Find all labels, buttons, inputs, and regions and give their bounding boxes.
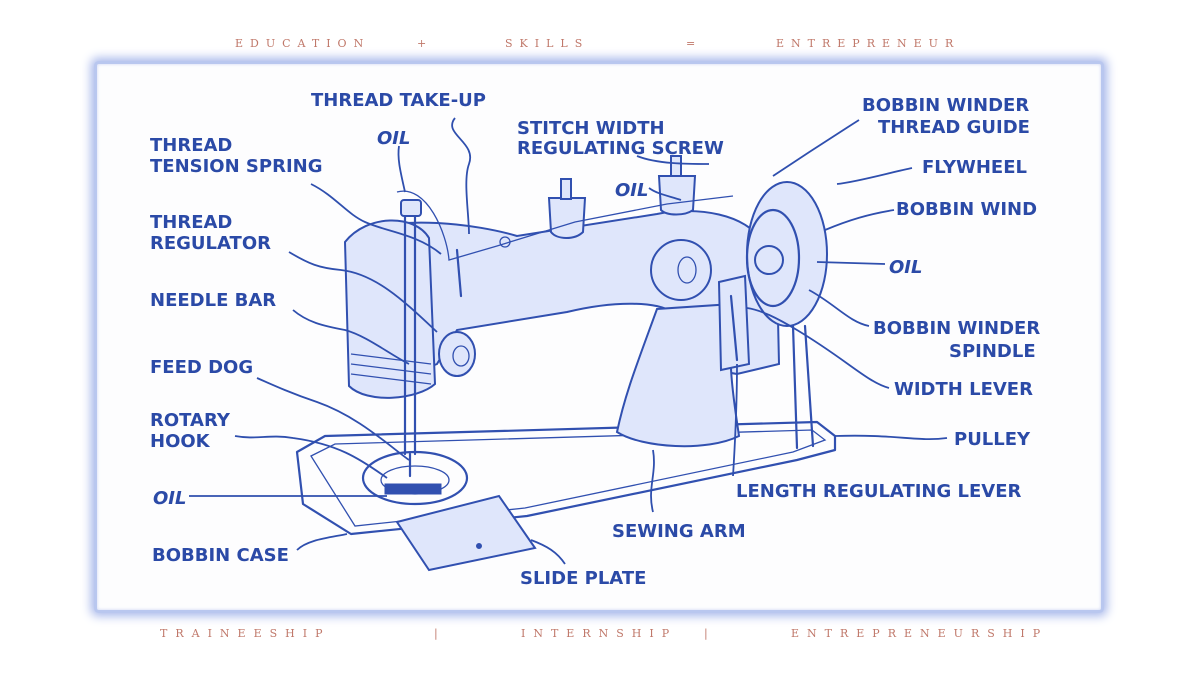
label-slide-plate: SLIDE PLATE <box>520 568 646 589</box>
label-bobbin-winder-spindle-line2: SPINDLE <box>949 341 1036 362</box>
label-sewing-arm: SEWING ARM <box>612 521 746 542</box>
label-thread-regulator-line1: THREAD <box>150 212 232 233</box>
needle-bar-cap <box>400 199 422 217</box>
thread-guide <box>499 236 511 248</box>
machine-head <box>343 219 437 399</box>
tagline-divider-2: | <box>704 627 716 640</box>
tension-knob-center <box>452 345 470 367</box>
label-needle-bar: NEEDLE BAR <box>150 290 276 311</box>
spool-left <box>547 197 587 239</box>
bobbin-winder-shape <box>754 245 784 275</box>
leader-sewing-arm <box>650 449 655 513</box>
label-bobbin-winder-guide-line1: BOBBIN WINDER <box>862 95 1029 116</box>
label-width-lever: WIDTH LEVER <box>894 379 1033 400</box>
label-rotary-hook-line1: ROTARY <box>150 410 231 431</box>
spool-right <box>657 175 697 216</box>
leader-length-regulating-lever <box>732 363 738 477</box>
tagline-entrepreneurship: ENTREPRENEURSHIP <box>791 627 1049 640</box>
label-length-regulating-lever: LENGTH REGULATING LEVER <box>736 481 1022 502</box>
machine-bed <box>295 420 837 536</box>
leader-bobbin-case <box>296 533 348 551</box>
leader-bobbin-winder-spindle <box>808 289 870 327</box>
label-stitch-width-screw-line1: STITCH WIDTH <box>517 118 665 139</box>
length-lever-slot <box>729 294 739 362</box>
leader-feed-dog <box>256 377 410 461</box>
leader-rotary-hook <box>234 435 388 479</box>
tagline-education: EDUCATION <box>235 37 371 50</box>
label-feed-dog: FEED DOG <box>150 357 253 378</box>
flywheel-inner <box>745 208 801 308</box>
leader-slide-plate <box>530 539 566 565</box>
label-bobbin-winder-guide-line2: THREAD GUIDE <box>878 117 1030 138</box>
label-thread-regulator-line2: REGULATOR <box>150 233 271 254</box>
label-oil-right: OIL <box>889 257 922 278</box>
label-thread-tension-spring-line2: TENSION SPRING <box>150 156 323 177</box>
tension-knob <box>438 331 476 377</box>
tagline-traineeship: TRAINEESHIP <box>160 627 331 640</box>
label-flywheel: FLYWHEEL <box>922 157 1027 178</box>
take-up-lever <box>455 248 463 298</box>
leader-thread-regulator <box>288 251 438 333</box>
tagline-equals: = <box>686 37 703 50</box>
label-oil-left: OIL <box>153 488 186 509</box>
leader-oil-top-left <box>397 145 406 193</box>
sewing-machine-illustration <box>295 155 837 572</box>
leader-oil-right <box>816 261 886 265</box>
diagram-labels: THREAD TAKE-UP OIL THREAD TENSION SPRING… <box>150 90 1040 589</box>
label-thread-tension-spring-line1: THREAD <box>150 135 232 156</box>
stitch-dial-center <box>677 256 697 284</box>
label-oil-top-left: OIL <box>377 128 410 149</box>
tagline-divider-1: | <box>434 627 446 640</box>
label-stitch-width-screw-line2: REGULATING SCREW <box>517 138 724 159</box>
tagline-plus: + <box>417 37 434 50</box>
tagline-internship: INTERNSHIP <box>521 627 678 640</box>
leader-bobbin-winder-guide <box>772 119 860 177</box>
tagline-entrepreneur: ENTREPRENEUR <box>776 37 961 50</box>
label-oil-center: OIL <box>615 180 648 201</box>
leader-bobbin-wind <box>824 209 895 231</box>
slide-plate-knob <box>476 543 482 549</box>
leader-thread-take-up <box>451 117 472 235</box>
spool-pin-left <box>560 178 572 200</box>
diagram-frame: THREAD TAKE-UP OIL THREAD TENSION SPRING… <box>97 64 1101 610</box>
label-bobbin-case: BOBBIN CASE <box>152 545 289 566</box>
head-stripes <box>350 353 432 385</box>
needle-bar-shape <box>403 207 417 456</box>
leader-width-lever <box>746 307 890 389</box>
pulley-belt <box>791 324 815 450</box>
tagline-skills: SKILLS <box>505 37 590 50</box>
leader-flywheel <box>836 167 913 185</box>
leader-lines <box>189 117 948 565</box>
leader-oil-center <box>648 187 682 201</box>
slide-plate-shape <box>395 494 537 572</box>
label-rotary-hook-line2: HOOK <box>150 431 211 452</box>
spool-pin-right <box>670 155 682 177</box>
leader-thread-tension-spring <box>310 183 442 255</box>
leader-stitch-width-screw <box>636 155 710 165</box>
label-pulley: PULLEY <box>954 429 1031 450</box>
leader-needle-bar <box>292 309 410 365</box>
leader-pulley <box>834 434 948 441</box>
label-thread-take-up: THREAD TAKE-UP <box>311 90 486 111</box>
stitch-dial <box>650 239 712 301</box>
rotary-hook-shape <box>384 483 442 495</box>
label-bobbin-winder-spindle-line1: BOBBIN WINDER <box>873 318 1040 339</box>
label-bobbin-wind: BOBBIN WIND <box>896 199 1037 220</box>
sewing-machine-diagram: THREAD TAKE-UP OIL THREAD TENSION SPRING… <box>150 90 1040 589</box>
